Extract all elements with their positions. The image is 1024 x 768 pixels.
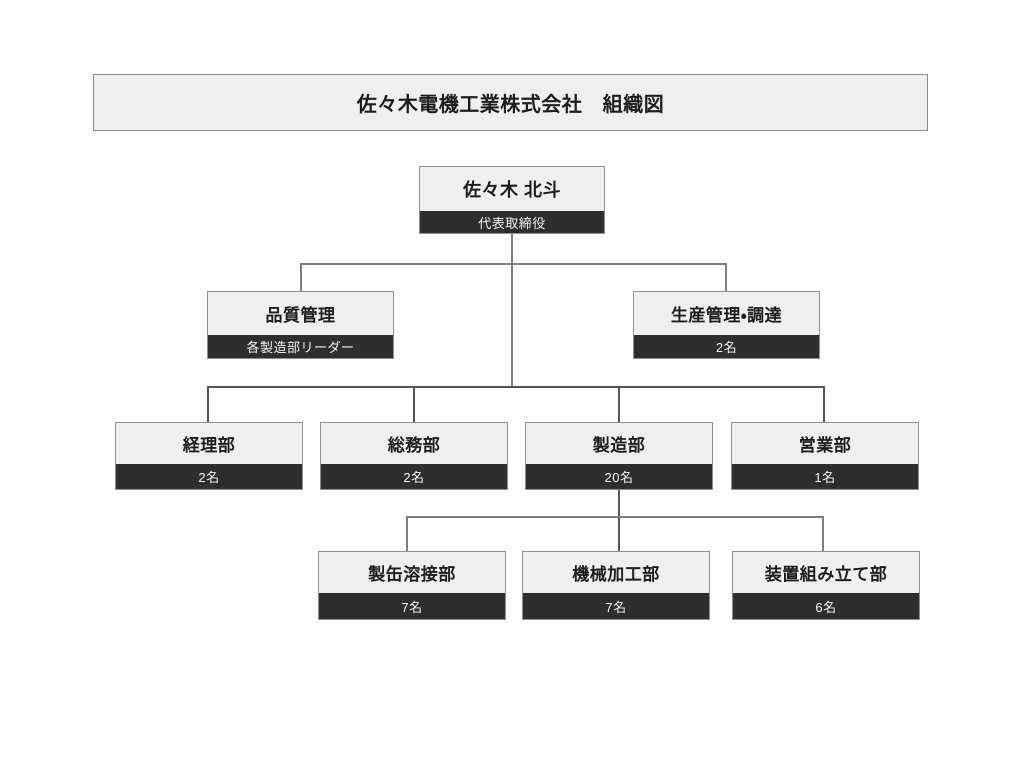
org-node-accounting[interactable]: 経理部 2名	[115, 422, 303, 490]
org-node-quality-control[interactable]: 品質管理 各製造部リーダー	[207, 291, 394, 359]
org-node-machining-meta: 7名	[523, 593, 709, 619]
connector-level3-bar	[207, 386, 825, 388]
org-node-accounting-title: 経理部	[116, 423, 302, 464]
org-node-sales-meta: 1名	[732, 464, 918, 489]
org-node-machining[interactable]: 機械加工部 7名	[522, 551, 710, 620]
page-title: 佐々木電機工業株式会社 組織図	[356, 94, 665, 116]
connector-level2-bar	[300, 263, 727, 265]
org-node-manufacturing[interactable]: 製造部 20名	[525, 422, 713, 490]
org-node-fabrication-welding[interactable]: 製缶溶接部 7名	[318, 551, 506, 620]
org-node-ceo[interactable]: 佐々木 北斗 代表取締役	[419, 166, 605, 234]
org-node-ceo-title: 佐々木 北斗	[420, 167, 604, 211]
org-node-production-management-procurement-title: 生産管理・調達	[634, 292, 819, 335]
org-node-general-affairs-meta: 2名	[321, 464, 507, 489]
org-node-accounting-meta: 2名	[116, 464, 302, 489]
connector-level2-drop-quality-control	[300, 263, 302, 291]
connector-level4-drop-equipment-assembly	[822, 516, 824, 551]
org-node-equipment-assembly[interactable]: 装置組み立て部 6名	[732, 551, 920, 620]
connector-level4-drop-fabrication-welding	[406, 516, 408, 551]
org-node-fabrication-welding-meta: 7名	[319, 593, 505, 619]
org-node-quality-control-title: 品質管理	[208, 292, 393, 335]
connector-level3-drop-general-affairs	[413, 386, 415, 422]
org-node-equipment-assembly-title: 装置組み立て部	[733, 552, 919, 593]
org-node-sales-title: 営業部	[732, 423, 918, 464]
org-node-fabrication-welding-title: 製缶溶接部	[319, 552, 505, 593]
org-node-quality-control-meta: 各製造部リーダー	[208, 335, 393, 358]
org-node-general-affairs-title: 総務部	[321, 423, 507, 464]
connector-level3-drop-manufacturing	[618, 386, 620, 422]
org-node-production-management-procurement[interactable]: 生産管理・調達 2名	[633, 291, 820, 359]
org-node-equipment-assembly-meta: 6名	[733, 593, 919, 619]
org-node-manufacturing-meta: 20名	[526, 464, 712, 489]
chart-title-banner: 佐々木電機工業株式会社 組織図	[93, 74, 928, 131]
org-node-production-management-procurement-meta: 2名	[634, 335, 819, 358]
org-node-machining-title: 機械加工部	[523, 552, 709, 593]
connector-level3-drop-sales	[823, 386, 825, 422]
connector-level4-bar	[406, 516, 824, 518]
connector-level2-drop-production-management	[725, 263, 727, 291]
org-node-sales[interactable]: 営業部 1名	[731, 422, 919, 490]
connector-ceo-trunk	[511, 234, 513, 386]
connector-level3-drop-accounting	[207, 386, 209, 422]
org-node-general-affairs[interactable]: 総務部 2名	[320, 422, 508, 490]
org-node-manufacturing-title: 製造部	[526, 423, 712, 464]
org-node-ceo-meta: 代表取締役	[420, 211, 604, 233]
connector-manufacturing-trunk	[618, 490, 620, 551]
